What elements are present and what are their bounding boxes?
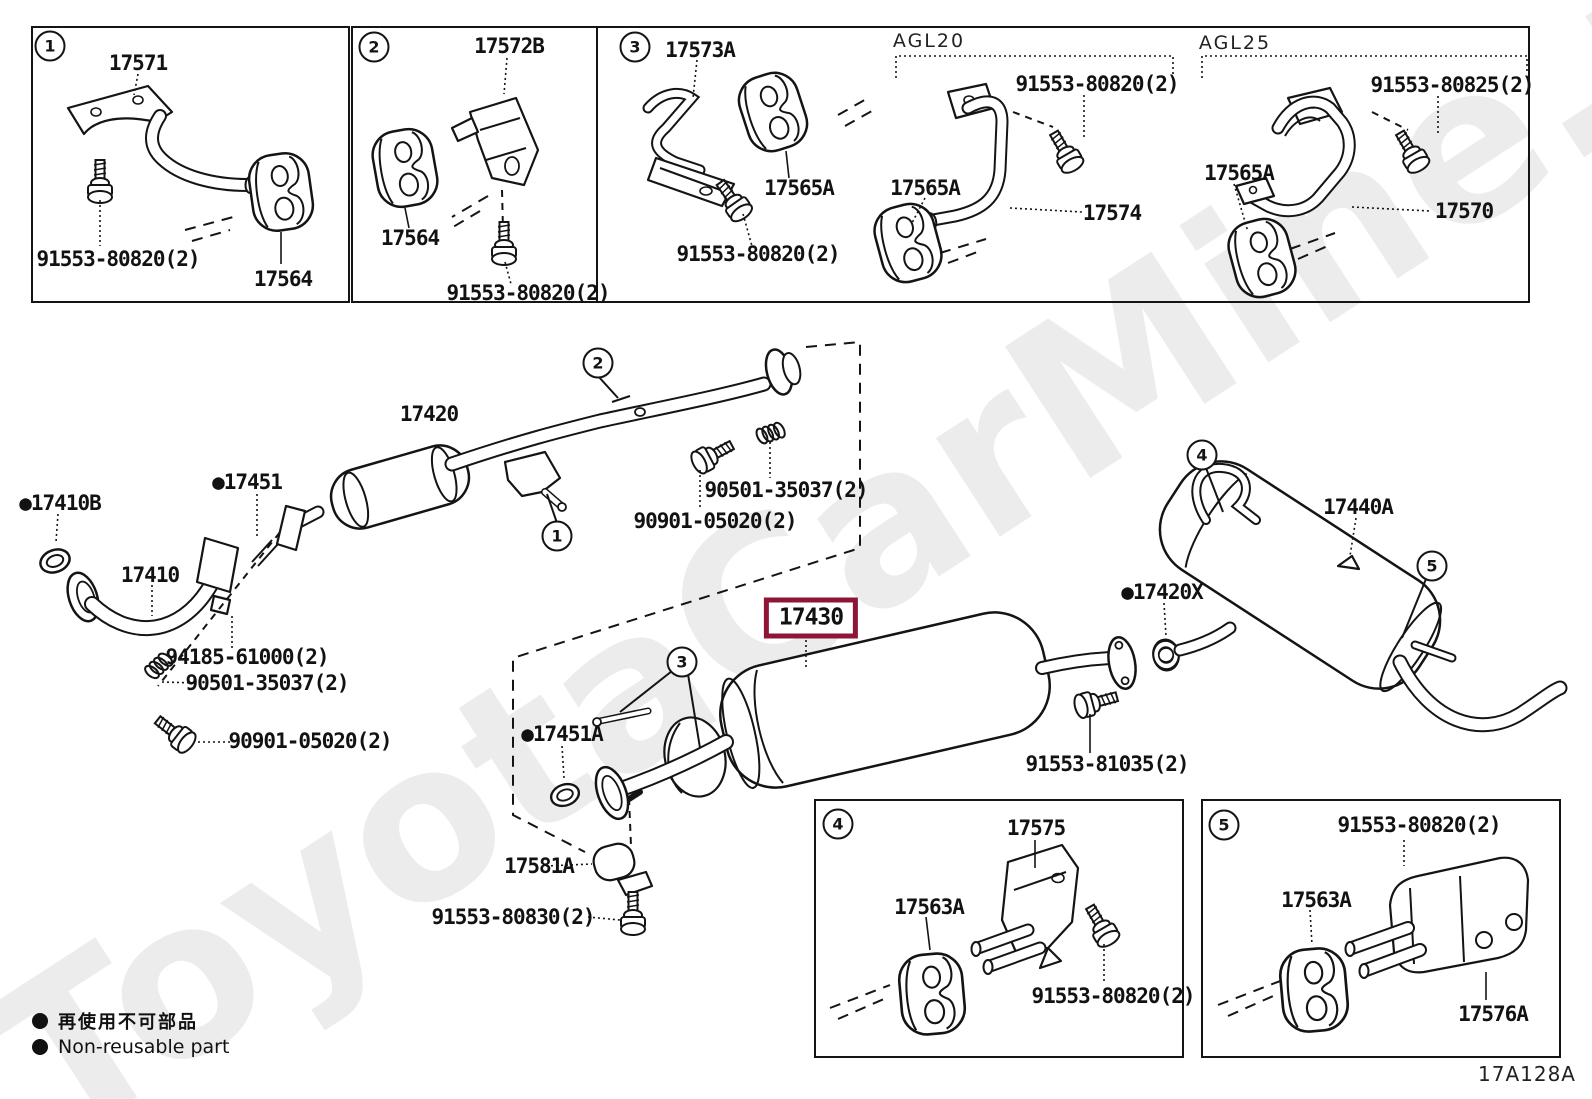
panel1-number: 1: [34, 30, 66, 62]
highlighted-part-17430[interactable]: 17430: [763, 597, 859, 639]
part-label-91553-80820-p3[interactable]: 91553-80820(2): [676, 242, 840, 266]
part-label-91553-80820-p1[interactable]: 91553-80820(2): [36, 247, 200, 271]
part-label-17565A-p3[interactable]: 17565A: [764, 176, 835, 200]
panel4-number: 4: [822, 808, 854, 840]
panel2-number: 2: [358, 31, 390, 63]
part-label-17451A[interactable]: ●17451A: [521, 722, 604, 746]
callout-2: 2: [582, 347, 614, 379]
part-label-17420X[interactable]: ●17420X: [1121, 580, 1204, 604]
part-label-91553-80820-p2[interactable]: 91553-80820(2): [446, 281, 610, 305]
part-label-91553-81035[interactable]: 91553-81035(2): [1025, 752, 1189, 776]
callout-1: 1: [541, 520, 573, 552]
non-reusable-bullet-icon: [32, 1039, 48, 1055]
part-label-90501-35037-left[interactable]: 90501-35037(2): [185, 671, 349, 695]
part-label-17563A-p5[interactable]: 17563A: [1281, 888, 1352, 912]
part-label-17410B[interactable]: ●17410B: [19, 491, 102, 515]
part-label-17572B[interactable]: 17572B: [474, 34, 545, 58]
callout-4: 4: [1186, 439, 1218, 471]
legend: 再使用不可部品 Non-reusable part: [32, 1008, 229, 1060]
legend-row-jp: 再使用不可部品: [32, 1008, 229, 1034]
part-label-91553-80820-agl20[interactable]: 91553-80820(2): [1015, 72, 1179, 96]
part-label-17564-p2[interactable]: 17564: [380, 226, 440, 250]
part-label-17565A-agl25[interactable]: 17565A: [1204, 161, 1275, 185]
part-label-17410[interactable]: 17410: [120, 563, 180, 587]
part-label-17451[interactable]: ●17451: [212, 470, 283, 494]
part-label-91553-80825[interactable]: 91553-80825(2): [1370, 73, 1534, 97]
part-label-17570[interactable]: 17570: [1434, 199, 1494, 223]
panel3-number: 3: [619, 31, 651, 63]
part-label-90901-05020-center[interactable]: 90901-05020(2): [633, 509, 797, 533]
part-label-17564-p1[interactable]: 17564: [253, 267, 313, 291]
part-label-91553-80830[interactable]: 91553-80830(2): [431, 905, 595, 929]
part-label-17565A-agl20[interactable]: 17565A: [890, 176, 961, 200]
part-label-17420[interactable]: 17420: [399, 402, 459, 426]
panel5-number: 5: [1208, 809, 1240, 841]
part-label-17574[interactable]: 17574: [1082, 201, 1142, 225]
part-label-17575[interactable]: 17575: [1006, 816, 1066, 840]
diagram-code: 17A128A: [1478, 1062, 1576, 1086]
agl20-title: AGL20: [892, 30, 966, 52]
part-label-17573A[interactable]: 17573A: [665, 38, 736, 62]
part-label-91553-80820-p5[interactable]: 91553-80820(2): [1337, 813, 1501, 837]
legend-text-jp: 再使用不可部品: [58, 1012, 198, 1033]
legend-row-en: Non-reusable part: [32, 1034, 229, 1060]
part-label-17581A[interactable]: 17581A: [504, 854, 575, 878]
part-label-90501-35037-center[interactable]: 90501-35037(2): [704, 478, 868, 502]
non-reusable-bullet-icon: [32, 1013, 48, 1029]
part-label-17440A[interactable]: 17440A: [1323, 495, 1394, 519]
part-label-90901-05020-left[interactable]: 90901-05020(2): [228, 729, 392, 753]
part-label-91553-80820-p4[interactable]: 91553-80820(2): [1031, 984, 1195, 1008]
part-label-94185-61000[interactable]: 94185-61000(2): [165, 645, 329, 669]
callout-5: 5: [1416, 550, 1448, 582]
callout-3: 3: [666, 646, 698, 678]
part-label-17563A-p4[interactable]: 17563A: [894, 895, 965, 919]
legend-text-en: Non-reusable part: [58, 1036, 230, 1058]
part-label-17576A[interactable]: 17576A: [1458, 1002, 1529, 1026]
part-label-17571[interactable]: 17571: [108, 51, 168, 75]
agl25-title: AGL25: [1198, 32, 1272, 54]
